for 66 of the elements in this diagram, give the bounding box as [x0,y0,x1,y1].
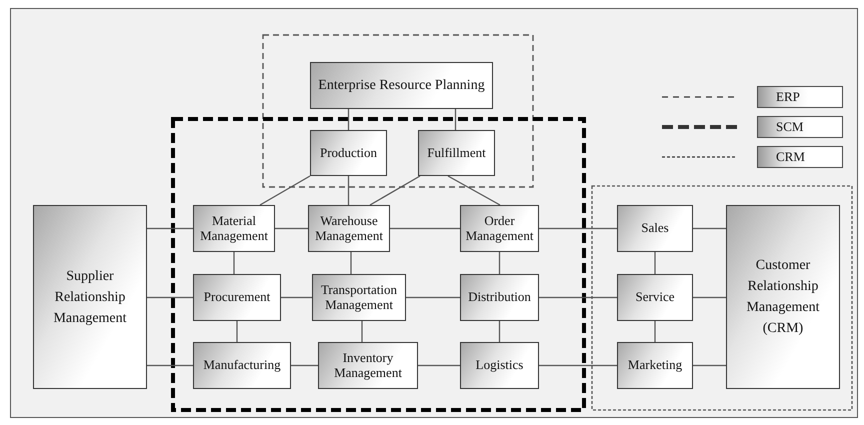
box-label: Warehouse Management [314,214,384,244]
connector-line [539,228,617,230]
legend-label: CRM [757,146,843,168]
box-label: Production [320,146,378,160]
box-label: Sales [641,221,669,236]
process-box [460,205,539,252]
connector-line [406,296,460,298]
connector-line [539,364,617,366]
process-box [617,205,693,252]
process-box [460,342,539,389]
box-label: Fulfillment [427,146,486,160]
process-box [617,342,693,389]
process-box [310,130,387,176]
connector-line [654,252,656,274]
connector-line [539,296,617,298]
connector-line [390,228,460,230]
process-box [726,205,840,389]
connector-line [693,364,726,366]
legend-label: ERP [757,86,843,108]
process-box [33,205,147,389]
box-label: Marketing [628,358,682,373]
connector-line [448,175,500,206]
connector-line [236,321,238,342]
connector-line [370,175,420,206]
connector-line [275,228,308,230]
box-label: Manufacturing [203,358,281,373]
connector-line [418,364,460,366]
box-label: Service [636,290,674,305]
connector-line [348,109,350,130]
box-label: Order Management [464,214,534,244]
process-box [193,274,281,321]
connector-line [281,296,312,298]
box-label: Inventory Management [333,350,403,380]
connector-line [147,364,193,366]
connector-line [654,321,656,342]
connector-line [348,176,350,205]
process-box [418,130,495,176]
connector-line [361,321,363,342]
process-box [193,205,275,252]
process-box [318,342,418,389]
connector-line [498,252,500,274]
legend-label: SCM [757,116,843,138]
process-box [193,342,291,389]
box-label: Enterprise Resource Planning [318,77,485,95]
process-box [310,62,493,109]
process-box [460,274,539,321]
connector-line [454,109,456,130]
process-box [617,274,693,321]
box-label: Logistics [476,358,524,373]
process-box [312,274,406,321]
box-label: Supplier Relationship Management [52,268,128,328]
box-label: Material Management [199,214,269,244]
connector-line [147,228,193,230]
connector-line [291,364,318,366]
connector-line [233,252,235,274]
connector-line [498,321,500,342]
connector-line [260,175,310,206]
box-label: Procurement [204,290,270,305]
connector-line [693,296,726,298]
box-label: Transportation Management [320,282,398,312]
box-label: Customer Relationship Management (CRM) [745,257,821,338]
process-box [308,205,390,252]
connector-line [147,296,193,298]
connector-line [693,228,726,230]
connector-line [350,252,352,274]
box-label: Distribution [468,290,531,305]
